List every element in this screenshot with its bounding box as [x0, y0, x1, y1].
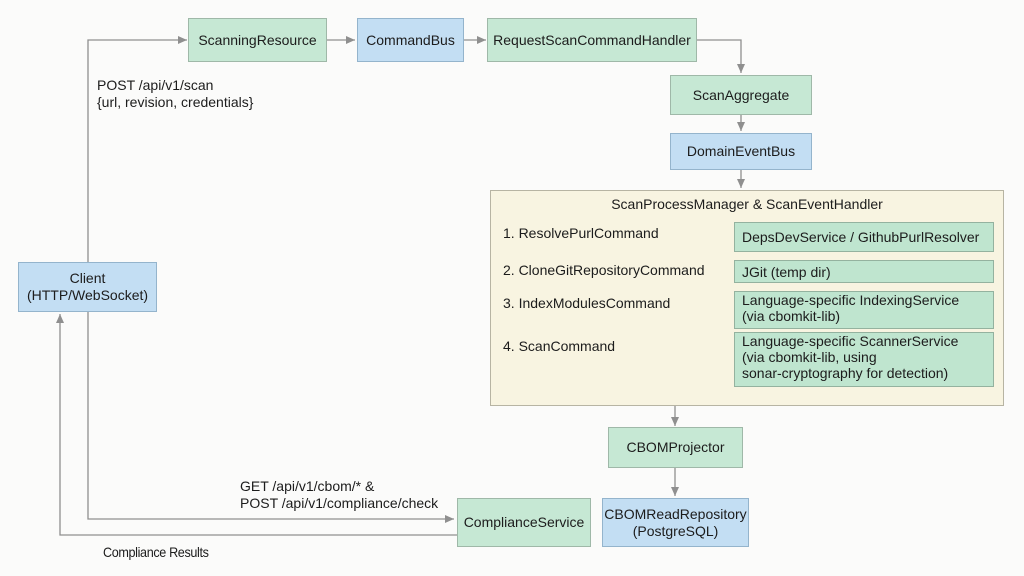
step-command-3: 3. IndexModulesCommand [503, 295, 671, 311]
client-node: Client (HTTP/WebSocket) [18, 262, 157, 312]
cbom-request-label: GET /api/v1/cbom/* & POST /api/v1/compli… [240, 478, 438, 512]
request-scan-command-handler-label: RequestScanCommandHandler [493, 31, 691, 48]
compliance-results-label: Compliance Results [103, 544, 209, 560]
client-protocol-label: (HTTP/WebSocket) [26, 287, 149, 303]
compliance-service-node: ComplianceService [457, 498, 591, 547]
edge-compliance-to-client [56, 314, 457, 536]
step-command-1: 1. ResolvePurlCommand [503, 225, 659, 241]
request-scan-command-handler-node: RequestScanCommandHandler [487, 18, 697, 62]
scan-aggregate-label: ScanAggregate [692, 86, 790, 103]
step-target-1-label: DepsDevService / GithubPurlResolver [742, 229, 980, 245]
step-target-2-label: JGit (temp dir) [742, 263, 831, 280]
scan-request-endpoint: POST /api/v1/scan [97, 77, 214, 93]
cbom-request-line-2: POST /api/v1/compliance/check [240, 495, 439, 511]
scan-request-label: POST /api/v1/scan {url, revision, creden… [97, 77, 253, 111]
scan-aggregate-node: ScanAggregate [670, 75, 812, 115]
cbom-request-line-1: GET /api/v1/cbom/* & [240, 478, 375, 494]
step-target-2: JGit (temp dir) [734, 260, 994, 283]
cbom-projector-node: CBOMProjector [608, 427, 743, 468]
step-target-4-line-3: sonar-cryptography for detection) [742, 365, 949, 381]
step-target-1: DepsDevService / GithubPurlResolver [734, 222, 994, 252]
step-target-4: Language-specific ScannerService (via cb… [734, 332, 994, 387]
command-bus-node: CommandBus [357, 18, 464, 62]
step-target-3: Language-specific IndexingService (via c… [734, 291, 994, 329]
cbom-projector-label: CBOMProjector [626, 439, 725, 455]
cbom-read-repository-label: CBOMReadRepository [604, 505, 747, 522]
step-command-2: 2. CloneGitRepositoryCommand [503, 262, 705, 278]
domain-event-bus-label: DomainEventBus [686, 143, 796, 159]
edge-client-to-compliance [87, 312, 454, 523]
scanning-resource-node: ScanningResource [188, 18, 327, 62]
step-target-4-line-2: (via cbomkit-lib, using [742, 349, 877, 365]
client-label: Client [69, 270, 106, 286]
step-target-3-line-1: Language-specific IndexingService [742, 292, 960, 308]
edge-handler-to-aggregate [697, 39, 745, 73]
cbom-read-repository-node: CBOMReadRepository (PostgreSQL) [602, 498, 749, 547]
step-target-4-line-1: Language-specific ScannerService [742, 333, 959, 349]
edge-client-to-scanning-resource [87, 36, 187, 262]
compliance-service-label: ComplianceService [463, 514, 585, 530]
process-manager-title: ScanProcessManager & ScanEventHandler [611, 196, 883, 212]
step-target-3-line-2: (via cbomkit-lib) [742, 308, 841, 324]
cbom-read-repository-db-label: (PostgreSQL) [632, 522, 719, 539]
domain-event-bus-node: DomainEventBus [670, 133, 812, 170]
step-command-4: 4. ScanCommand [503, 338, 616, 354]
command-bus-label: CommandBus [366, 31, 455, 48]
scan-request-payload: {url, revision, credentials} [97, 94, 254, 110]
scanning-resource-label: ScanningResource [198, 31, 317, 48]
